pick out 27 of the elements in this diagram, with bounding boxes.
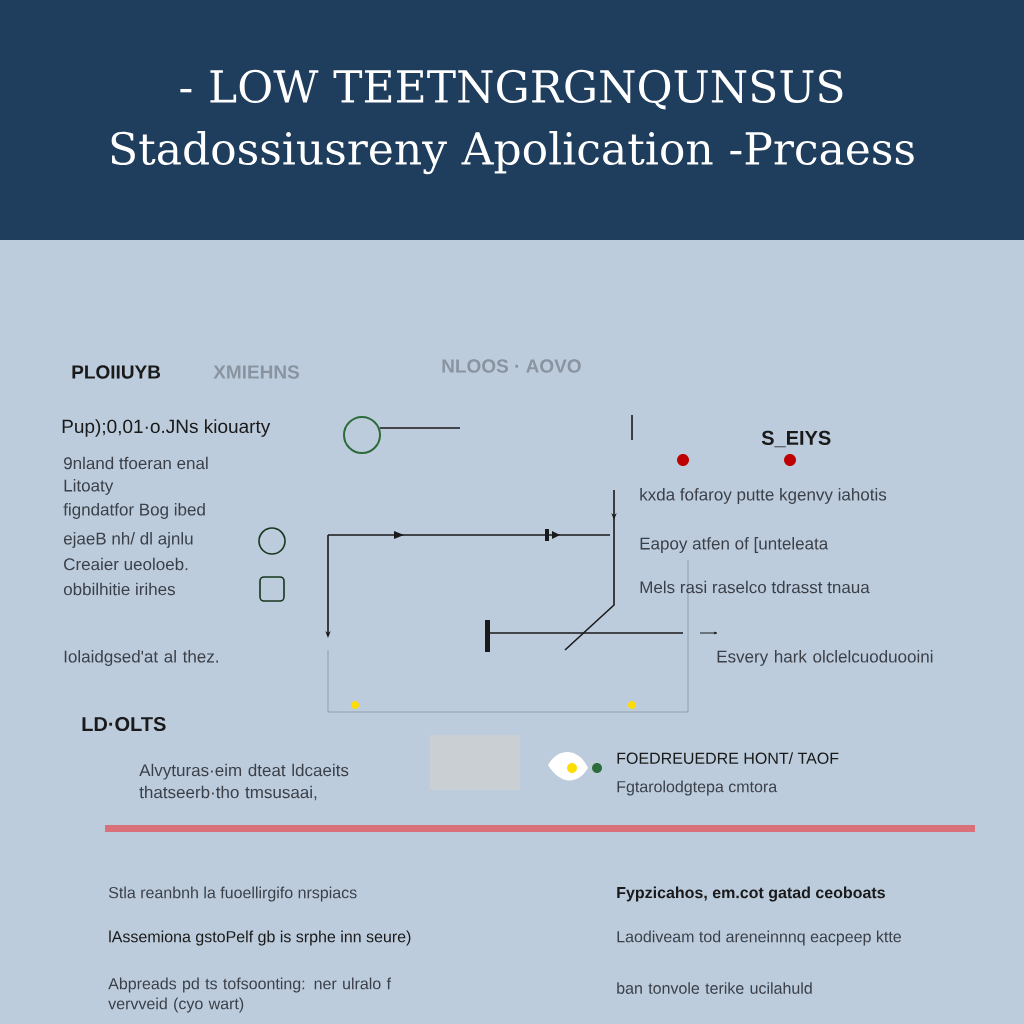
label: Litoaty (64, 479, 114, 495)
title: - LOW TEETNGRGNQUNSUS Stadossiusreny Apolication -Prcaess (111, 69, 914, 175)
label: ban tonvole terike ucilahuld (617, 982, 812, 994)
label: Pup);0,01·o.JNs kiouarty (62, 419, 271, 437)
label: Esvery hark olclelcuoduooini (717, 650, 933, 666)
label: Creaier ueoloeb. (64, 557, 188, 571)
label: figndatfor Bog ibed (63, 503, 205, 519)
label: obbilhitie irihes (63, 582, 175, 596)
heading: NLOOS · AOVO (442, 359, 581, 373)
label: Mels rasi raselco tdrasst tnaua (640, 580, 870, 594)
label: Stla reanbnh la fuoellirgifo nrspiacs (108, 886, 357, 902)
label: Abpreads pd ts tofsoonting: ner ulralo f vervveid (cyo wart) (108, 977, 391, 1013)
label: kxda fofaroy putte kgenvy iahotis (640, 488, 887, 504)
heading: XMIEHNS (213, 365, 299, 379)
label: Alvyturas·eim dteat ldcaeits thatseerb·tho tmsusaai, (139, 763, 349, 801)
label: Fypzicahos, em.cot gatad ceoboats (617, 886, 885, 902)
label: lAssemiona gstoPelf gb is srphe inn seure) (109, 930, 411, 946)
heading: PLOIIUYB (72, 365, 161, 379)
label: Laodiveam tod areneinnnq eacpeep ktte (617, 930, 901, 946)
heading: S_EIYS (761, 430, 831, 448)
label: FOEDREUEDRE HONT/ TAOF (617, 752, 839, 764)
label: ejaeB nh/ dl ajnlu (63, 532, 193, 548)
heading: LD·OLTS (82, 716, 166, 732)
label: 9nland tfoeran enal (64, 456, 208, 470)
label: Fgtarolodgtepa cmtora (617, 780, 778, 796)
label: Eapoy atfen of [unteleata (640, 537, 829, 553)
label: Iolaidgsed'at al thez. (64, 650, 218, 666)
